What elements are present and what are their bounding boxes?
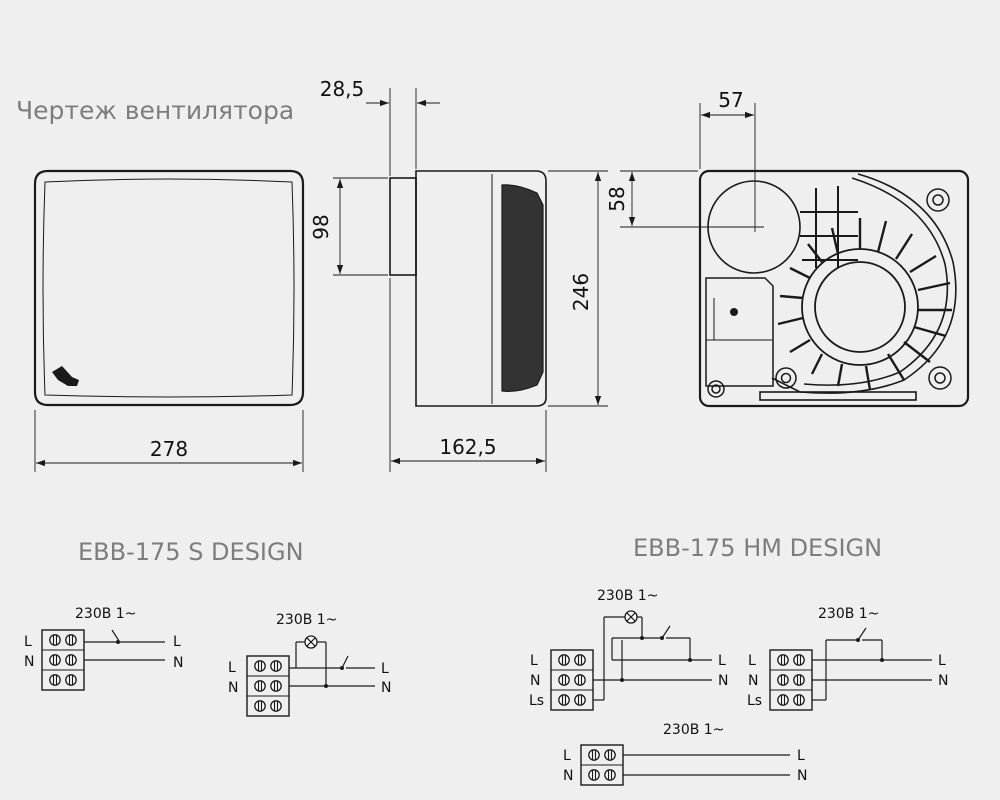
hm2-n-right: N [938,673,948,689]
wiring-hm-design-2: L N Ls 230В 1~ L N [747,606,948,711]
hm3-supply: 230В 1~ [663,722,724,738]
model-title-s-design: EBB-175 S DESIGN [78,538,304,566]
hm2-l: L [748,653,756,669]
w1-supply: 230В 1~ [75,606,136,622]
dim-depth: 162,5 [439,435,496,459]
hm1-l: L [530,653,538,669]
hm2-l-right: L [938,653,946,669]
hm3-l: L [563,748,571,764]
dim-offset-x: 57 [718,88,743,112]
w2-l-left: L [228,660,236,676]
switch-icon [52,366,79,386]
w1-n-left: N [24,654,34,670]
dim-spigot-length: 28,5 [320,77,365,101]
dim-width-front: 278 [150,437,188,461]
w1-n-right: N [173,655,183,671]
hm1-n: N [530,673,540,689]
hm2-n: N [748,673,758,689]
model-title-hm-design: EBB-175 HM DESIGN [633,534,883,562]
page-title: Чертеж вентилятора [16,96,295,125]
hm1-n-right: N [718,673,728,689]
side-view: 28,5 98 246 162,5 [309,77,608,472]
wiring-hm-design-3: L N 230В 1~ L N [563,722,807,786]
dim-offset-y: 58 [605,186,629,211]
hm1-ls: Ls [529,693,544,709]
hm3-n: N [563,768,573,784]
hm1-supply: 230В 1~ [597,588,658,604]
front-view: 278 [33,169,305,472]
dim-height: 246 [569,273,593,311]
w2-n-left: N [228,680,238,696]
hm3-l-right: L [797,748,805,764]
dim-spigot-diameter: 98 [309,214,333,239]
w1-l-left: L [24,634,32,650]
wiring-s-design-1: L N 230В 1~ L N [24,606,183,691]
w1-l-right: L [173,634,181,650]
hm3-n-right: N [797,768,807,784]
w2-supply: 230В 1~ [276,612,337,628]
wiring-s-design-2: L N 230В 1~ L N [228,612,391,717]
back-view: 57 58 [605,88,970,408]
hm2-ls: Ls [747,693,762,709]
w2-n-right: N [381,680,391,696]
wiring-hm-design-1: L N Ls 230В 1~ L N [529,588,728,711]
hm1-l-right: L [718,653,726,669]
w2-l-right: L [381,661,389,677]
hm2-supply: 230В 1~ [818,606,879,622]
